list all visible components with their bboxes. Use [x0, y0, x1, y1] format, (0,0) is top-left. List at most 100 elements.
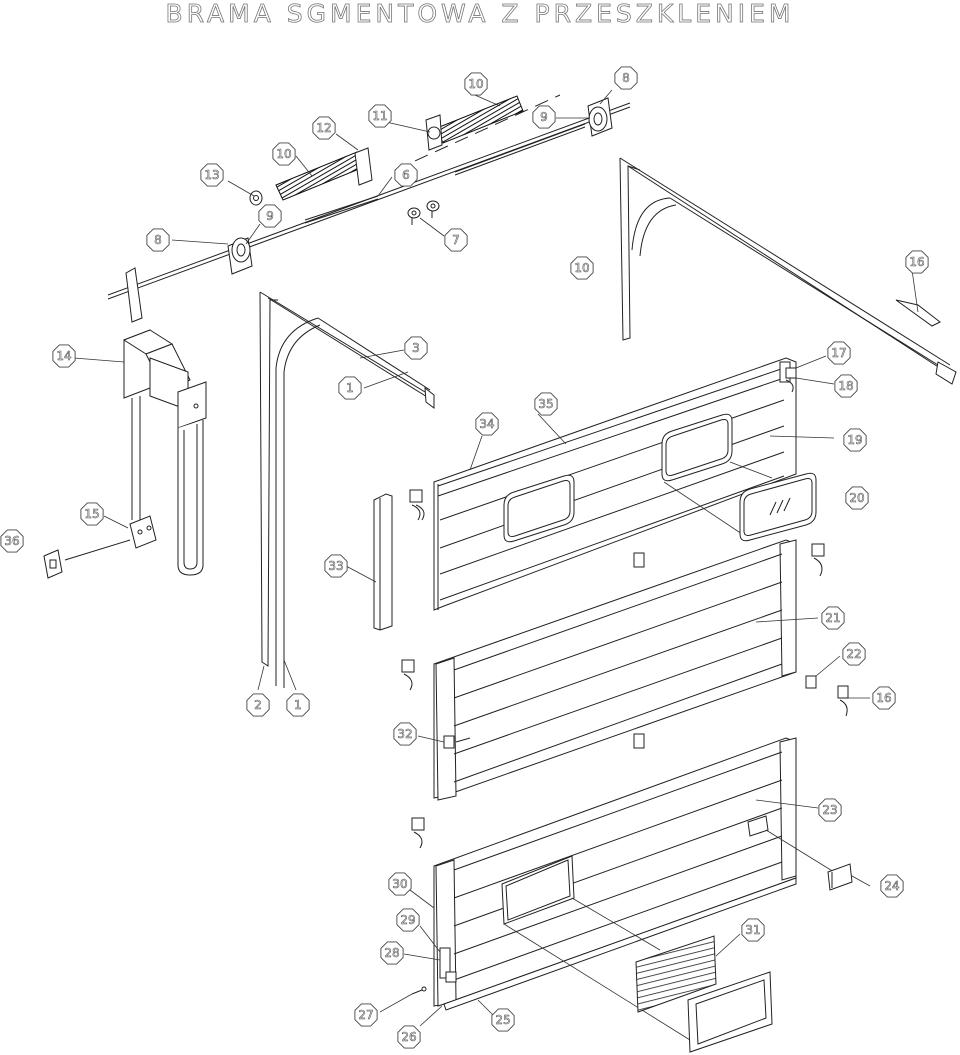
- left-vertical-rail: [259, 291, 435, 688]
- callout-number: 24: [884, 879, 899, 893]
- callout-number: 6: [402, 168, 410, 182]
- callout-34: 34: [475, 412, 499, 436]
- callout-number: 18: [838, 379, 853, 393]
- callout-octagon: [827, 341, 851, 365]
- callout-13: 13: [200, 163, 224, 187]
- callout-number: 14: [56, 349, 71, 363]
- callout-26: 26: [397, 1025, 421, 1049]
- cable-drum-left: [227, 237, 253, 275]
- callout-25: 25: [491, 1008, 515, 1032]
- callout-octagon: [388, 872, 412, 896]
- drawing-title: BRAMA SGMENTOWA Z PRZESZKLENIEM: [165, 0, 795, 28]
- callout-number: 8: [622, 71, 630, 85]
- vent-opening: [501, 855, 575, 925]
- callout-number: 28: [384, 946, 399, 960]
- callout-octagon: [845, 486, 869, 510]
- callout-27: 27: [354, 1003, 378, 1027]
- callout-14: 14: [52, 344, 76, 368]
- callout-23: 23: [818, 798, 842, 822]
- callout-number: 25: [495, 1013, 510, 1027]
- callout-number: 23: [822, 803, 837, 817]
- callout-9: 9: [258, 204, 282, 228]
- callout-number: 9: [266, 209, 274, 223]
- callout-octagon: [464, 72, 488, 96]
- callout-number: 22: [846, 647, 861, 661]
- callout-octagon: [842, 642, 866, 666]
- callout-octagon: [80, 502, 104, 526]
- callout-number: 32: [397, 727, 412, 741]
- callout-number: 30: [392, 877, 407, 891]
- callout-17: 17: [827, 341, 851, 365]
- callout-10: 10: [464, 72, 488, 96]
- side-seal-33: [373, 493, 393, 631]
- callout-12: 12: [312, 116, 336, 140]
- callout-number: 17: [831, 346, 846, 360]
- callout-16: 16: [872, 686, 896, 710]
- callout-number: 16: [909, 255, 924, 269]
- callout-number: 9: [540, 110, 548, 124]
- callout-number: 3: [412, 341, 420, 355]
- callout-number: 13: [204, 168, 219, 182]
- callout-10: 10: [272, 142, 296, 166]
- callout-8: 8: [146, 228, 170, 252]
- callout-octagon: [368, 104, 392, 128]
- torsion-spring-right: [436, 95, 524, 144]
- callout-octagon: [396, 908, 420, 932]
- callout-22: 22: [842, 642, 866, 666]
- cable-drum-right: [587, 97, 613, 137]
- callout-octagon: [872, 686, 896, 710]
- panel-middle: [433, 539, 797, 801]
- callout-octagon: [475, 412, 499, 436]
- vent-frame-31: [687, 971, 773, 1053]
- callout-2: 2: [246, 693, 270, 717]
- callout-number: 20: [849, 491, 864, 505]
- roller-bracket-left-bottom: [411, 817, 425, 849]
- callout-number: 19: [847, 433, 862, 447]
- callout-number: 35: [538, 397, 553, 411]
- hinge-17-18: [785, 367, 797, 393]
- callout-number: 10: [468, 77, 483, 91]
- callout-32: 32: [393, 722, 417, 746]
- callout-octagon: [905, 250, 929, 274]
- callout-octagon: [394, 163, 418, 187]
- callout-octagon: [380, 941, 404, 965]
- leader-lines: [73, 89, 919, 1027]
- callout-1: 1: [286, 693, 310, 717]
- screw-27: [411, 986, 427, 995]
- callout-octagon: [534, 392, 558, 416]
- callout-octagon: [146, 228, 170, 252]
- panel-top-glazed: [433, 357, 797, 611]
- wall-button-15: [64, 515, 157, 561]
- callout-28: 28: [380, 941, 404, 965]
- callout-octagon: [532, 105, 556, 129]
- end-cap-24: [827, 863, 853, 891]
- callout-octagon: [444, 228, 468, 252]
- callout-octagon: [397, 1025, 421, 1049]
- panel-bottom: [433, 737, 835, 1041]
- shaft-coupling-13: [249, 190, 263, 206]
- callout-number: 31: [745, 923, 760, 937]
- window-right: [661, 413, 733, 482]
- callout-number: 34: [479, 417, 494, 431]
- callout-octagon: [312, 116, 336, 140]
- callout-octagon: [0, 529, 24, 553]
- window-left: [503, 474, 575, 543]
- callout-octagon: [354, 1003, 378, 1027]
- callout-octagon: [52, 344, 76, 368]
- callout-number: 10: [574, 261, 589, 275]
- callout-number: 1: [346, 381, 354, 395]
- callout-number: 8: [154, 233, 162, 247]
- callout-number: 7: [452, 233, 460, 247]
- right-horizontal-rail: [619, 157, 957, 385]
- callout-number: 36: [4, 534, 19, 548]
- operator-motor: [122, 267, 207, 576]
- callout-octagon: [272, 142, 296, 166]
- callout-number: 26: [401, 1030, 416, 1044]
- callout-octagon: [338, 376, 362, 400]
- callout-octagon: [570, 256, 594, 280]
- callout-octagon: [614, 66, 638, 90]
- callout-number: 15: [84, 507, 99, 521]
- callout-number: 27: [358, 1008, 373, 1022]
- callout-number: 2: [254, 698, 262, 712]
